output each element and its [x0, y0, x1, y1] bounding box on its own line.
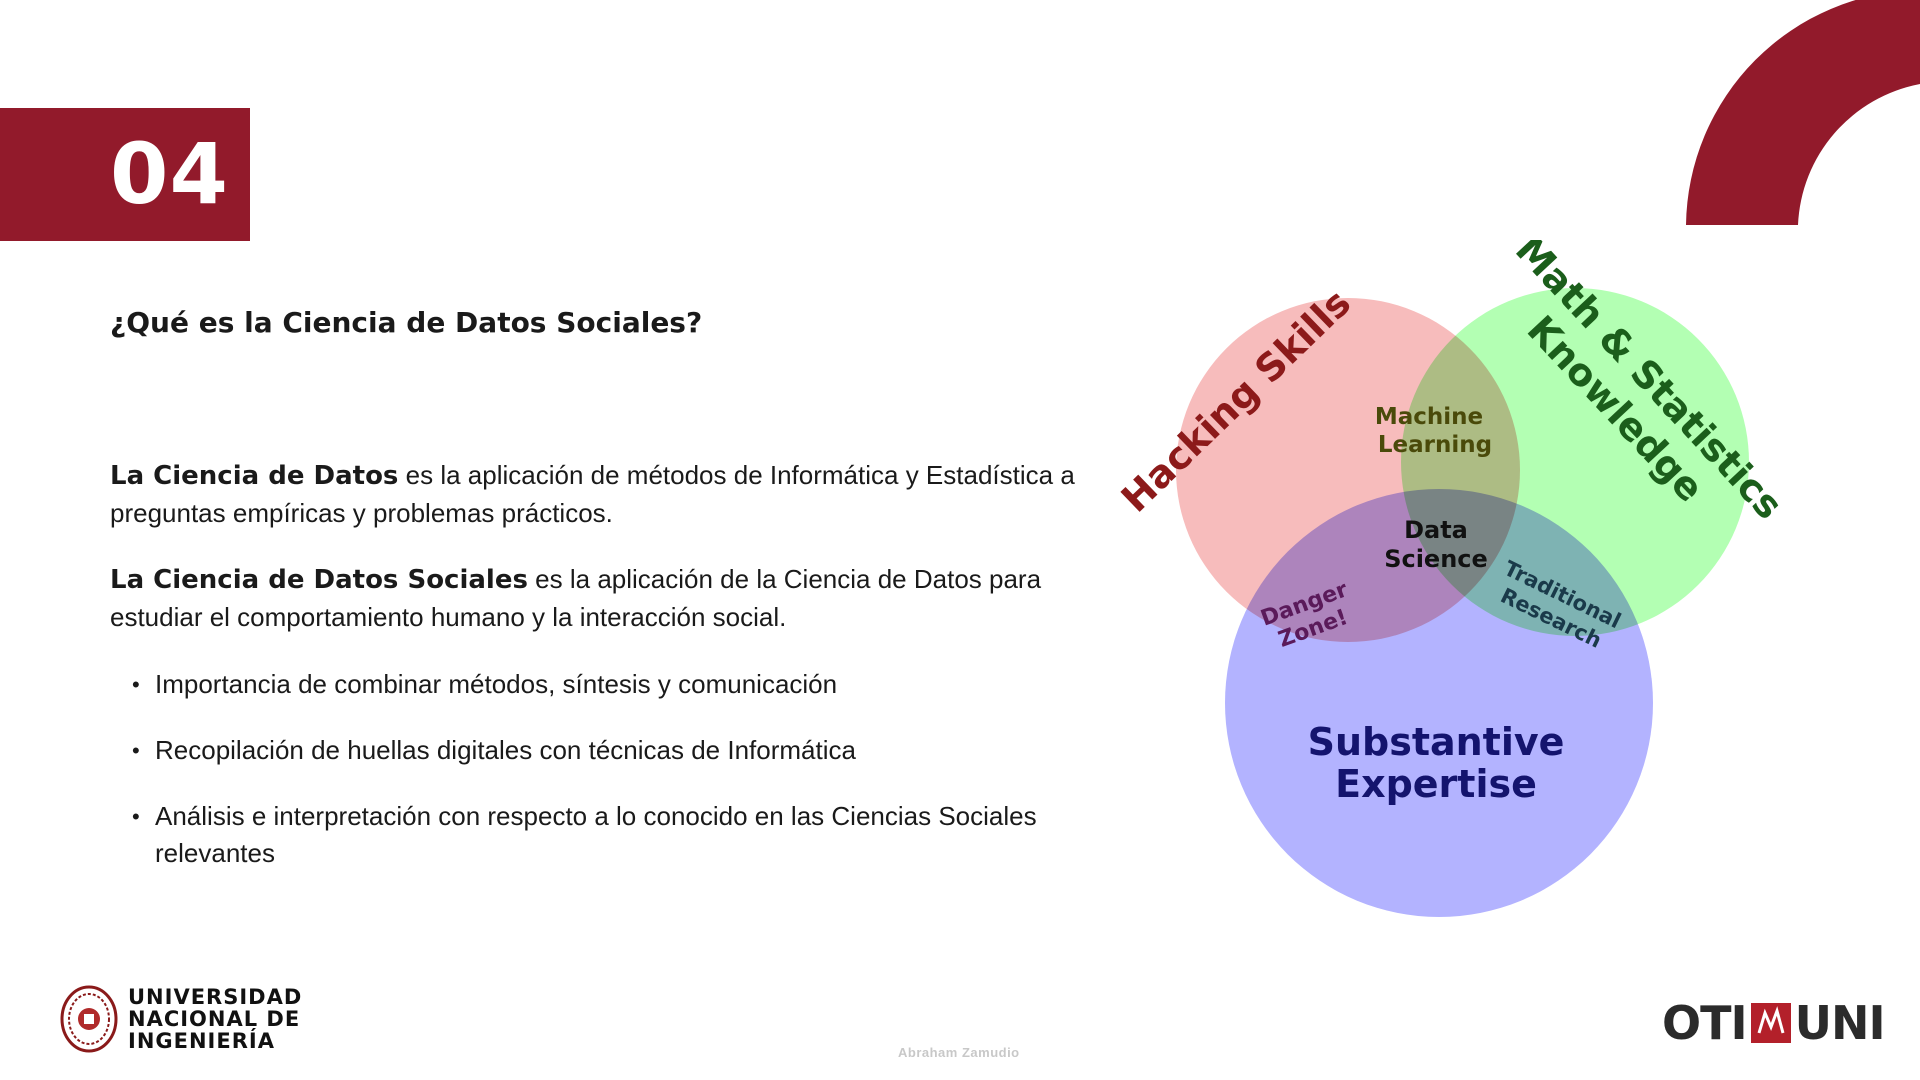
university-name-line2: NACIONAL DE — [128, 1007, 301, 1031]
list-item-text: Importancia de combinar métodos, síntesi… — [155, 669, 838, 699]
bullet-icon: • — [132, 738, 140, 763]
term-social-data-science: La Ciencia de Datos Sociales — [110, 565, 528, 595]
venn-diagram: Hacking Skills Math & Statistics Knowled… — [1113, 240, 1791, 917]
definition-social-data-science: La Ciencia de Datos Sociales es la aplic… — [110, 561, 1090, 636]
ml-label-line1: Machine — [1375, 404, 1483, 430]
oti-mark-icon — [1750, 1003, 1791, 1043]
bullet-list: • Importancia de combinar métodos, síntes… — [110, 666, 1090, 901]
list-item-text: Recopilación de huellas digitales con té… — [155, 735, 856, 765]
uni-text: UNI — [1794, 996, 1886, 1050]
oti-text: OTI — [1662, 996, 1748, 1050]
page-title: ¿Qué es la Ciencia de Datos Sociales? — [110, 306, 703, 339]
list-item: • Recopilación de huellas digitales con t… — [110, 732, 1090, 769]
slide-number-box — [0, 108, 250, 241]
university-name: UNIVERSIDAD NACIONAL DE INGENIERÍA — [128, 986, 302, 1052]
ds-label-line2: Science — [1384, 545, 1488, 573]
list-item: • Importancia de combinar métodos, síntes… — [110, 666, 1090, 703]
definition-text: es la aplicación de la Ciencia de Datos … — [110, 564, 1042, 632]
substantive-circle — [1225, 489, 1653, 917]
decorative-arc — [1686, 0, 1920, 225]
oti-uni-logo: OTI UNI — [1662, 996, 1886, 1050]
bullet-icon: • — [132, 672, 140, 697]
university-seal-icon — [60, 985, 118, 1053]
ds-label-line1: Data — [1404, 516, 1468, 544]
university-name-line1: UNIVERSIDAD — [128, 985, 303, 1009]
list-item: • Análisis e interpretación con respecto … — [110, 798, 1090, 872]
university-logo: UNIVERSIDAD NACIONAL DE INGENIERÍA — [60, 985, 302, 1053]
substantive-label-line1: Substantive — [1308, 720, 1565, 764]
university-name-line3: INGENIERÍA — [128, 1029, 275, 1053]
term-data-science: La Ciencia de Datos — [110, 461, 399, 491]
bullet-icon: • — [132, 804, 140, 829]
definition-data-science: La Ciencia de Datos es la aplicación de … — [110, 457, 1090, 532]
ml-label-line2: Learning — [1378, 432, 1492, 458]
substantive-label-line2: Expertise — [1335, 762, 1537, 806]
author-credit: Abraham Zamudio — [898, 1045, 1020, 1060]
slide-number: 04 — [110, 125, 229, 223]
list-item-text: Análisis e interpretación con respecto a… — [155, 801, 1037, 868]
definition-text: es la aplicación de métodos de Informáti… — [110, 460, 1075, 528]
